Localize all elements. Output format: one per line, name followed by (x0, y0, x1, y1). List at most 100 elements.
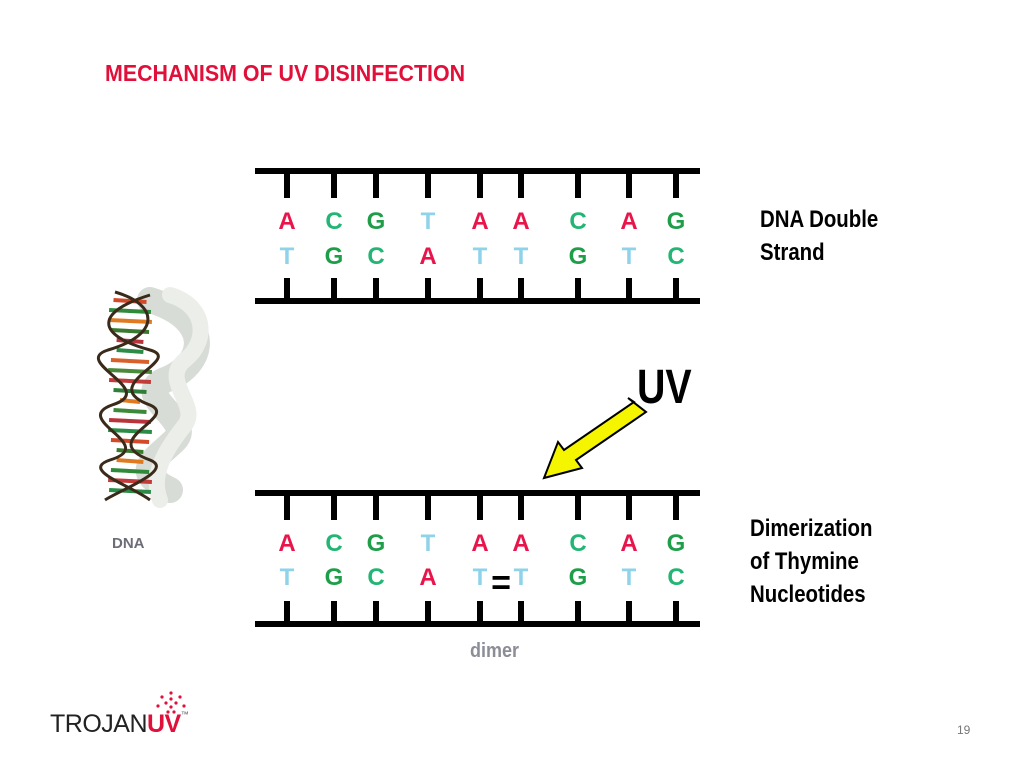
top-base-upper-6: C (569, 208, 586, 235)
bottom-rungs (284, 494, 679, 625)
bottom-rung-upper-3 (425, 494, 431, 520)
bottom-rung-lower-5 (518, 601, 524, 625)
bottom-base-upper-5: A (512, 530, 529, 557)
helix-rung-9 (113, 388, 147, 394)
helix-rung-15 (116, 448, 144, 454)
top-rung-lower-8 (673, 278, 679, 302)
helix-rung-8 (108, 378, 152, 384)
sparkle-dot-4 (178, 695, 182, 699)
dimerization-label-line2: of Thymine (750, 548, 859, 575)
top-rung-lower-5 (518, 278, 524, 302)
dimerization-label-line3: Nucleotides (750, 581, 866, 608)
helix-rung-12 (108, 418, 152, 424)
bottom-rung-lower-7 (626, 601, 632, 625)
top-rung-upper-8 (673, 172, 679, 198)
uv-label: UV (637, 361, 692, 414)
top-base-upper-7: A (620, 208, 637, 235)
top-rung-lower-7 (626, 278, 632, 302)
bottom-backbone-upper (255, 490, 700, 496)
bottom-rung-upper-5 (518, 494, 524, 520)
top-rung-lower-2 (373, 278, 379, 302)
bottom-rung-upper-4 (477, 494, 483, 520)
dna-helix-illustration (97, 287, 210, 508)
sparkle-dot-6 (172, 710, 176, 714)
logo-sparkle-icon (156, 691, 186, 714)
logo-brand-left: TROJAN (50, 710, 148, 738)
top-rung-upper-2 (373, 172, 379, 198)
bottom-rung-upper-8 (673, 494, 679, 520)
top-rung-lower-6 (575, 278, 581, 302)
bottom-base-lower-3: A (419, 564, 436, 591)
top-rung-lower-3 (425, 278, 431, 302)
bottom-rung-upper-7 (626, 494, 632, 520)
bottom-rung-lower-8 (673, 601, 679, 625)
helix-rung-2 (108, 318, 152, 324)
uv-arrow-shape (542, 397, 648, 480)
bottom-base-lower-7: T (622, 564, 637, 591)
top-strand-label-line1: DNA Double (760, 206, 879, 233)
helix-backbone-b (104, 293, 160, 502)
top-rung-upper-7 (626, 172, 632, 198)
top-rungs (284, 172, 679, 302)
bottom-base-lower-1: G (325, 564, 344, 591)
sparkle-dot-9 (156, 704, 160, 708)
top-base-lower-0: T (280, 243, 295, 270)
top-base-lower-5: T (514, 243, 529, 270)
bottom-base-upper-7: A (620, 530, 637, 557)
slide-title: MECHANISM OF UV DISINFECTION (105, 60, 466, 86)
bottom-rung-upper-1 (331, 494, 337, 520)
helix-rung-19 (108, 488, 152, 494)
bottom-base-upper-2: G (367, 530, 386, 557)
uv-arrow (542, 397, 648, 480)
top-base-lower-2: C (367, 243, 384, 270)
top-base-lower-4: T (473, 243, 488, 270)
top-base-lower-6: G (569, 243, 588, 270)
top-base-upper-2: G (367, 208, 386, 235)
helix-shadow-ribbon-2 (148, 287, 209, 508)
bottom-rung-lower-6 (575, 601, 581, 625)
bottom-base-lower-2: C (367, 564, 384, 591)
top-rung-lower-4 (477, 278, 483, 302)
sparkle-dot-7 (166, 710, 170, 714)
bottom-base-upper-8: G (667, 530, 686, 557)
bottom-rung-upper-6 (575, 494, 581, 520)
bottom-base-lower-0: T (280, 564, 295, 591)
helix-backbone-a (97, 290, 151, 502)
bottom-base-lower-6: G (569, 564, 588, 591)
page-number: 19 (957, 723, 971, 737)
bottom-base-upper-1: C (325, 530, 342, 557)
dimerization-label-line1: Dimerization (750, 515, 873, 542)
bottom-rung-upper-0 (284, 494, 290, 520)
helix-rung-17 (110, 468, 150, 474)
top-strand-label: DNA Double Strand (760, 203, 878, 269)
sparkle-dot-2 (164, 701, 168, 705)
dimerization-label: Dimerization of Thymine Nucleotides (750, 512, 872, 611)
top-base-lower-7: T (622, 243, 637, 270)
helix-rung-13 (108, 428, 152, 434)
bottom-base-lower-4: T (473, 564, 488, 591)
sparkle-dot-8 (182, 704, 186, 708)
bottom-base-upper-4: A (471, 530, 488, 557)
top-base-upper-0: A (278, 208, 295, 235)
sparkle-dot-10 (169, 691, 173, 695)
top-base-upper-3: T (421, 208, 436, 235)
top-rung-lower-1 (331, 278, 337, 302)
sparkle-dot-3 (169, 705, 173, 709)
bottom-base-lower-5: T (514, 564, 529, 591)
sparkle-dot-0 (169, 697, 173, 701)
bottom-base-upper-6: C (569, 530, 586, 557)
helix-base-pairs (108, 298, 152, 494)
logo-trademark: ™ (180, 710, 189, 719)
top-base-lower-3: A (419, 243, 436, 270)
sparkle-dot-5 (160, 695, 164, 699)
helix-rung-14 (110, 438, 150, 444)
helix-rung-5 (116, 348, 144, 354)
bottom-rung-lower-1 (331, 601, 337, 625)
top-base-lower-1: G (325, 243, 344, 270)
top-base-lower-8: C (667, 243, 684, 270)
helix-rung-11 (113, 408, 147, 414)
